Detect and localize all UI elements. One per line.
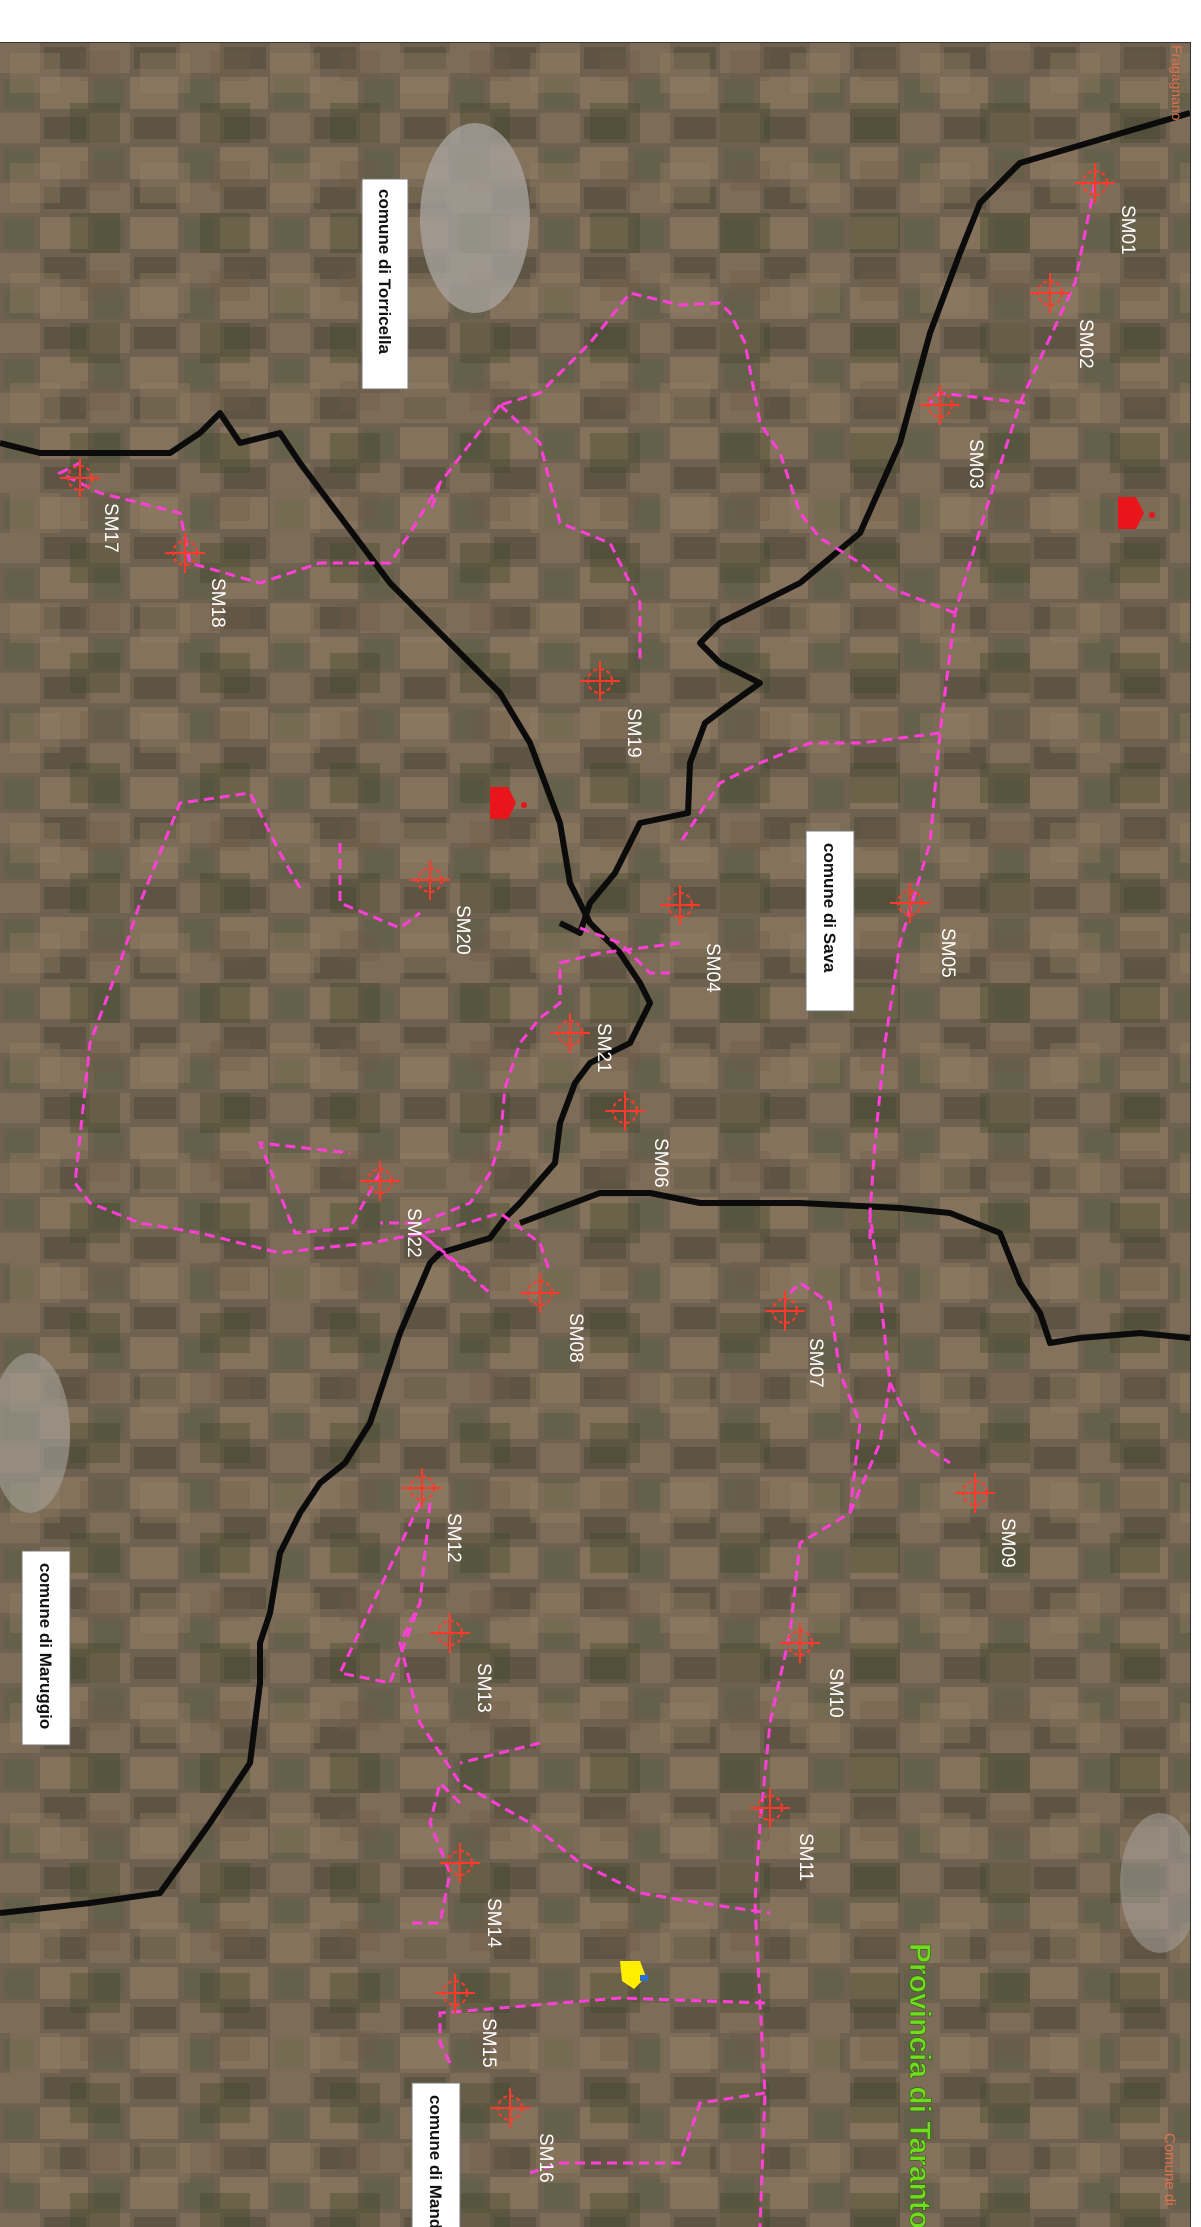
label-sm17: SM17: [100, 503, 121, 553]
province-label: Provincia di Taranto: [903, 1943, 936, 2227]
svg-text:comune di Sava: comune di Sava: [820, 843, 839, 973]
label-sm22: SM22: [403, 1208, 424, 1258]
svg-text:comune di Maruggio: comune di Maruggio: [36, 1563, 55, 1729]
yellow-marker-icon[interactable]: [620, 1961, 648, 1989]
label-sm12: SM12: [443, 1513, 464, 1563]
region-label-manduria: comune di Mandu: [411, 2082, 461, 2227]
region-label-sava: comune di Sava: [805, 830, 855, 1012]
region-label-torricella: comune di Torricella: [361, 178, 409, 390]
turbine-labels: SM01 SM02 SM03 SM04 SM05 SM06 SM07 SM08 …: [100, 205, 1138, 2183]
corner-label-bottom: Comune di: [1161, 2133, 1178, 2206]
label-sm07: SM07: [805, 1338, 826, 1388]
label-sm21: SM21: [593, 1023, 614, 1073]
location-pins: [490, 497, 1155, 1989]
svg-text:comune di Mandu: comune di Mandu: [426, 2095, 445, 2227]
svg-text:comune di Torricella: comune di Torricella: [375, 189, 394, 355]
aerial-map[interactable]: SM01 SM02 SM03 SM04 SM05 SM06 SM07 SM08 …: [0, 43, 1190, 2227]
red-pin-icon[interactable]: [1118, 497, 1155, 529]
region-label-maruggio: comune di Maruggio: [21, 1550, 71, 1746]
label-sm16: SM16: [535, 2133, 556, 2183]
label-sm05: SM05: [937, 928, 958, 978]
label-sm03: SM03: [965, 439, 986, 489]
label-sm19: SM19: [623, 708, 644, 758]
corner-label-top: Fragagnano: [1169, 45, 1185, 121]
label-sm01: SM01: [1117, 205, 1138, 255]
label-sm18: SM18: [207, 578, 228, 628]
municipal-boundaries: [0, 110, 1190, 1916]
town-area: [1120, 1813, 1190, 1953]
terrain-overlay: [0, 43, 1190, 2227]
label-sm14: SM14: [483, 1898, 504, 1948]
label-sm06: SM06: [650, 1138, 671, 1188]
label-sm09: SM09: [997, 1518, 1018, 1568]
red-pin-icon[interactable]: [490, 787, 527, 819]
cable-routes: [56, 182, 1097, 2227]
label-sm04: SM04: [702, 943, 723, 993]
label-sm08: SM08: [565, 1313, 586, 1363]
map-frame[interactable]: SM01 SM02 SM03 SM04 SM05 SM06 SM07 SM08 …: [0, 42, 1191, 2227]
label-sm02: SM02: [1075, 319, 1096, 369]
label-sm10: SM10: [825, 1668, 846, 1718]
town-area: [0, 1353, 70, 1513]
town-area: [420, 123, 530, 313]
label-sm15: SM15: [478, 2018, 499, 2068]
label-sm20: SM20: [452, 905, 473, 955]
label-sm13: SM13: [473, 1663, 494, 1713]
label-sm11: SM11: [795, 1833, 816, 1881]
